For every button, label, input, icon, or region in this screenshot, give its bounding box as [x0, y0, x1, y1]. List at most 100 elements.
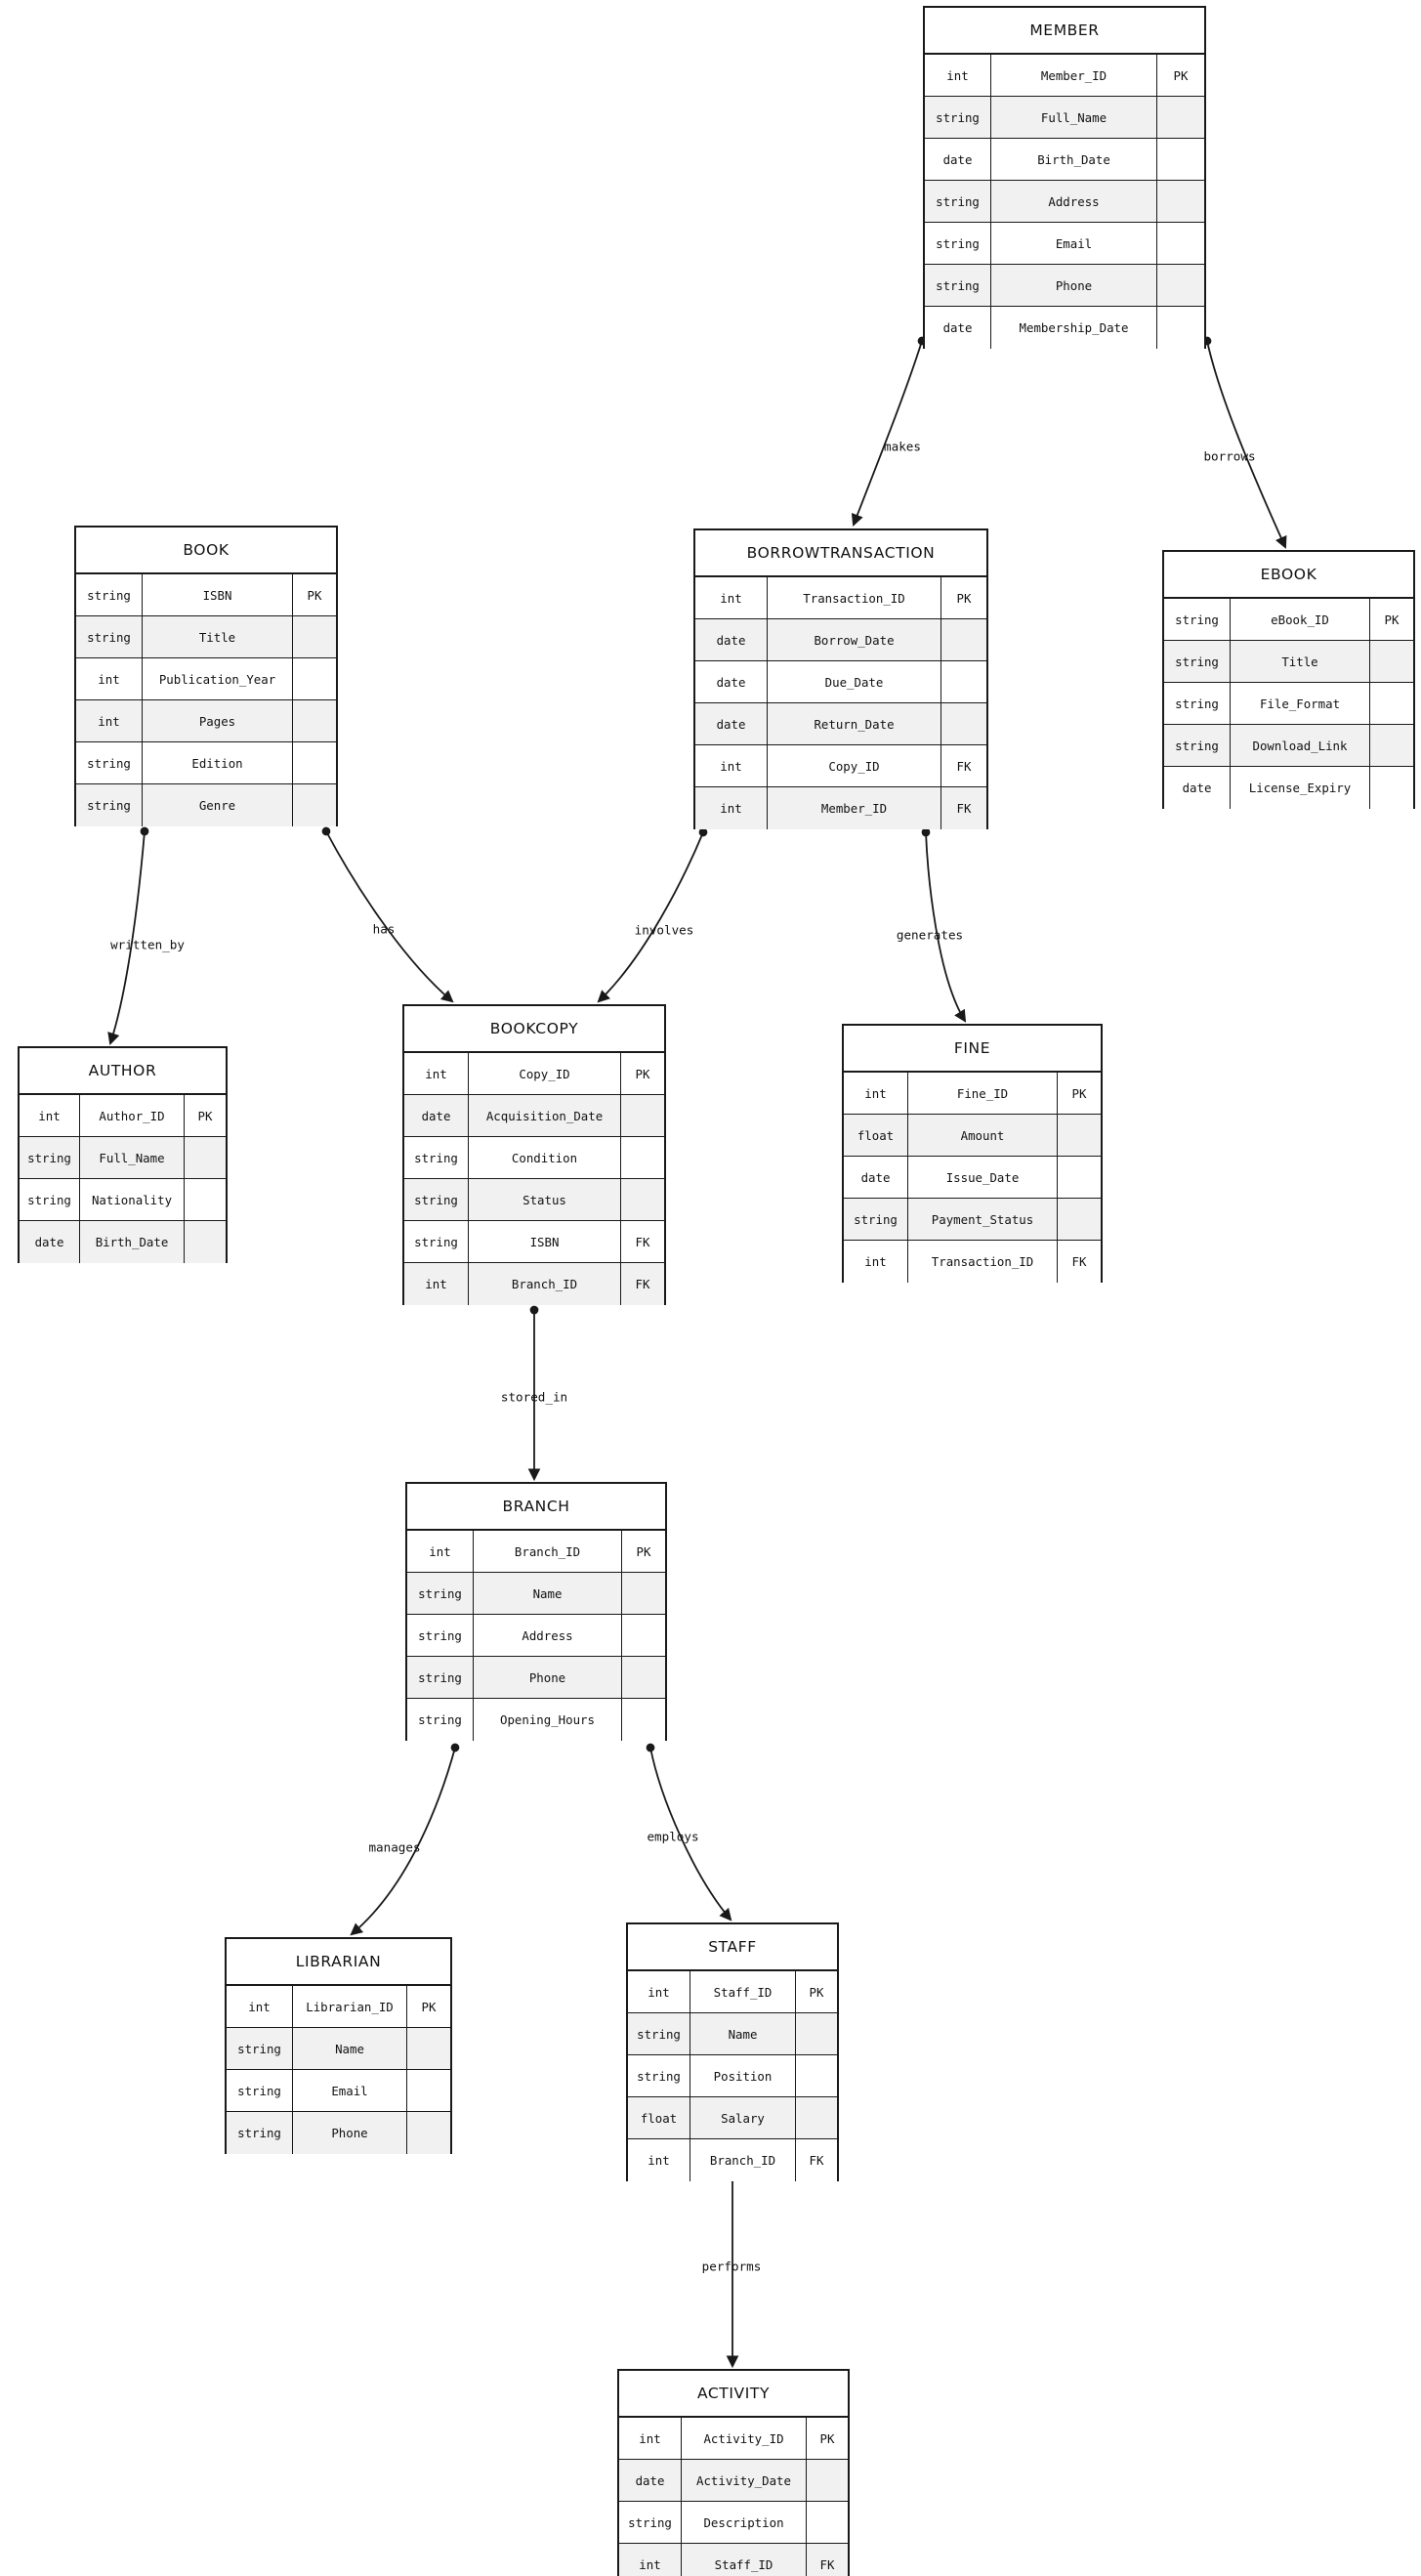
relationship-edge-involves[interactable] — [597, 827, 708, 1003]
relationship-label-employs: employs — [647, 1829, 699, 1844]
attribute-name: Staff_ID — [690, 1971, 796, 2012]
attribute-key: PK — [796, 1971, 837, 2012]
attribute-name: Staff_ID — [682, 2544, 807, 2576]
attribute-type: string — [925, 223, 991, 264]
attribute-name: Issue_Date — [908, 1157, 1058, 1198]
attribute-name: Branch_ID — [474, 1531, 622, 1572]
attribute-name: Borrow_Date — [768, 619, 941, 660]
attribute-key — [407, 2070, 450, 2111]
attribute-type: string — [628, 2013, 690, 2054]
attribute-key — [622, 1657, 665, 1698]
entity-title-borrowtransaction: BORROWTRANSACTION — [695, 530, 986, 577]
attribute-name: Name — [474, 1573, 622, 1614]
entity-title-branch: BRANCH — [407, 1484, 665, 1531]
attribute-type: int — [76, 700, 143, 741]
relationship-edge-generates[interactable] — [921, 827, 967, 1023]
attribute-type: date — [925, 139, 991, 180]
relationship-edge-makes[interactable] — [851, 336, 927, 527]
relationship-edge-has[interactable] — [321, 826, 454, 1003]
attribute-key — [1058, 1199, 1101, 1240]
relationship-label-involves: involves — [634, 922, 694, 938]
attribute-name: Email — [991, 223, 1157, 264]
attribute-type: int — [76, 658, 143, 699]
attribute-type: float — [628, 2097, 690, 2138]
attribute-name: Return_Date — [768, 703, 941, 744]
relationship-edge-borrows[interactable] — [1202, 336, 1287, 549]
attribute-key: PK — [185, 1095, 226, 1136]
attribute-type: date — [695, 703, 768, 744]
attribute-name: Description — [682, 2502, 807, 2543]
entity-title-author: AUTHOR — [20, 1048, 226, 1095]
